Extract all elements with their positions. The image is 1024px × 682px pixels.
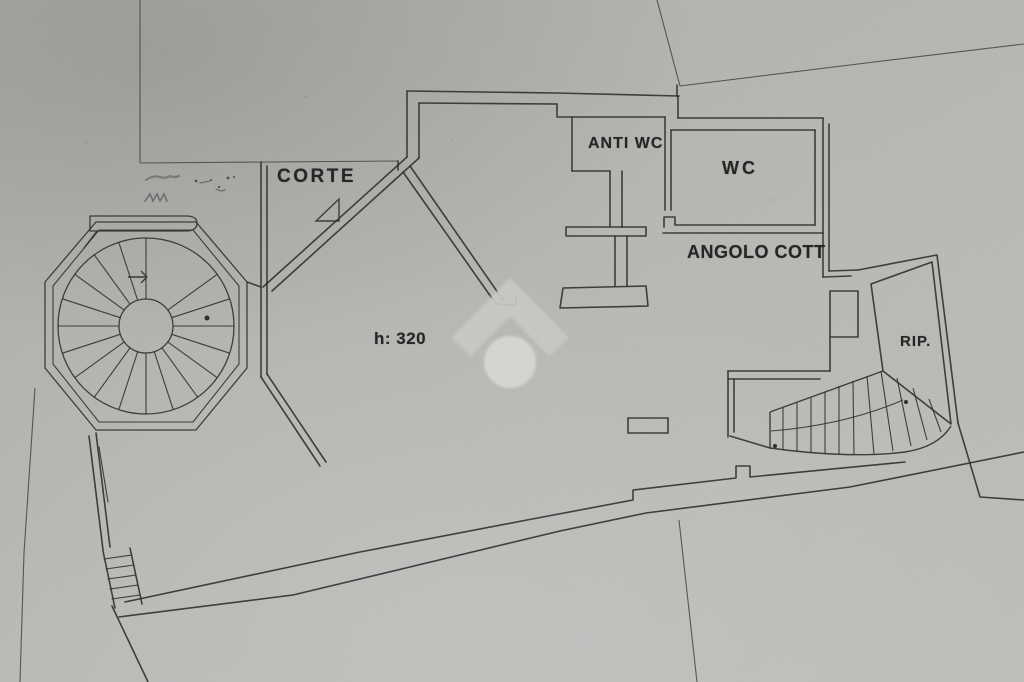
room-label-angolo-cott: ANGOLO COTT — [687, 242, 826, 262]
room-label-wc: WC — [722, 158, 758, 178]
room-label-anti-wc: ANTI WC — [588, 135, 664, 152]
room-label-rip: RIP. — [900, 333, 932, 350]
ceiling-height-note: h: 320 — [374, 329, 427, 348]
room-label-corte: CORTE — [277, 166, 356, 187]
